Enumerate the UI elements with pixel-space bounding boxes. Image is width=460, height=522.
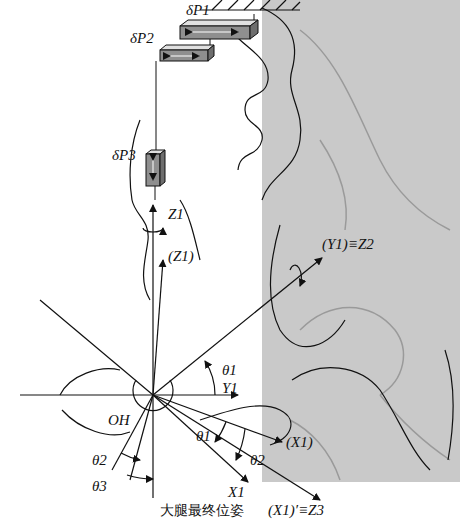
axis-label: Y1 [222, 380, 238, 397]
joint-label: δP1 [186, 2, 210, 19]
joint-label: δP2 [130, 30, 154, 47]
fixed-ground [200, 0, 300, 10]
angle-label: θ2 [250, 452, 265, 469]
coordinate-axes [20, 205, 322, 500]
angle-label: θ1 [222, 362, 237, 379]
angle-label: θ2 [92, 452, 107, 469]
angle-label: θ1 [196, 428, 211, 445]
axis-label: (X1) [286, 434, 313, 451]
pelvis-photo [262, 0, 460, 482]
prismatic-joints [146, 14, 258, 200]
axis-label: X1 [228, 484, 245, 501]
axis-label: Z1 [168, 206, 184, 223]
pelvis-outline [60, 8, 453, 470]
faint-bone [290, 30, 450, 480]
axis-label: (X1)′≡Z3 [268, 502, 324, 519]
origin-label: OH [108, 412, 130, 429]
axis-label: (Z1) [168, 248, 194, 265]
caption-text: 大腿最终位姿 [160, 503, 244, 518]
joint-label: δP3 [112, 147, 136, 164]
axis-label: (Y1)≡Z2 [322, 236, 374, 253]
angle-label: θ3 [92, 478, 107, 495]
